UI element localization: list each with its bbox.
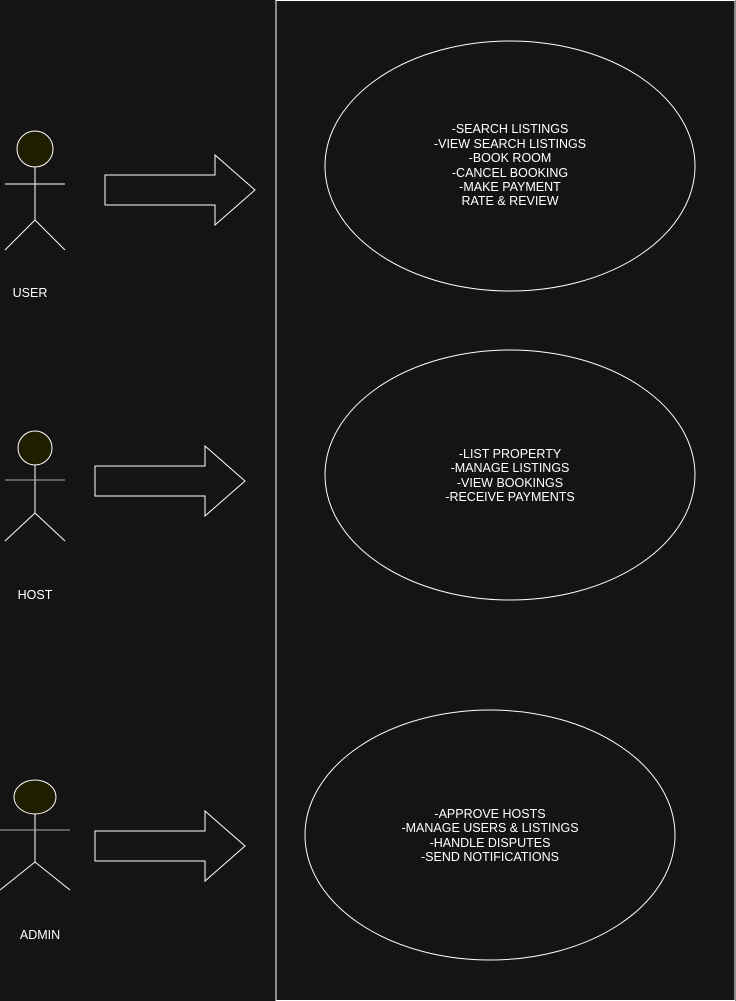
usecase-item: -VIEW SEARCH LISTINGS (434, 137, 586, 151)
usecase-item: -SEARCH LISTINGS (452, 122, 569, 136)
actor-admin: ADMIN (0, 779, 71, 942)
actor-right-leg (34, 512, 66, 542)
usecase-item: -SEND NOTIFICATIONS (421, 850, 559, 864)
usecase-item: -VIEW BOOKINGS (457, 476, 563, 490)
usecase-item: -BOOK ROOM (469, 151, 552, 165)
usecase-item: -CANCEL BOOKING (452, 166, 568, 180)
arrow-user-to-usecases (104, 153, 256, 227)
actor-left-leg (4, 512, 36, 542)
usecase-item: -RECEIVE PAYMENTS (445, 490, 574, 504)
usecase-ellipse-host (324, 349, 696, 601)
actor-head (13, 779, 57, 815)
usecase-item: -LIST PROPERTY (459, 447, 562, 461)
actor-head (17, 430, 53, 466)
actor-right-leg (34, 219, 66, 251)
actor-label-admin: ADMIN (20, 928, 60, 942)
usecase-item: -HANDLE DISPUTES (430, 836, 551, 850)
usecase-item: -MANAGE USERS & LISTINGS (401, 821, 578, 835)
actor-label-host: HOST (18, 588, 53, 602)
usecase-item: -APPROVE HOSTS (434, 807, 545, 821)
actor-left-leg (4, 219, 36, 251)
actor-host: HOST (4, 430, 66, 602)
actor-label-user: USER (13, 286, 48, 300)
actor-right-leg (34, 861, 71, 891)
usecase-list-user: -SEARCH LISTINGS -VIEW SEARCH LISTINGS -… (434, 122, 586, 208)
usecase-item: -MAKE PAYMENT (459, 180, 561, 194)
usecase-list-admin: -APPROVE HOSTS -MANAGE USERS & LISTINGS … (401, 807, 578, 864)
actor-user: USER (4, 130, 66, 300)
usecase-item: -MANAGE LISTINGS (451, 461, 570, 475)
arrow-host-to-usecases (94, 444, 246, 518)
usecase-ellipse-admin (304, 709, 676, 961)
arrow-admin-to-usecases (94, 809, 246, 883)
actor-head (16, 130, 54, 168)
usecase-list-host: -LIST PROPERTY -MANAGE LISTINGS -VIEW BO… (445, 447, 574, 504)
usecase-ellipse-user (324, 40, 696, 292)
usecase-item: RATE & REVIEW (461, 194, 558, 208)
actor-left-leg (0, 861, 36, 891)
